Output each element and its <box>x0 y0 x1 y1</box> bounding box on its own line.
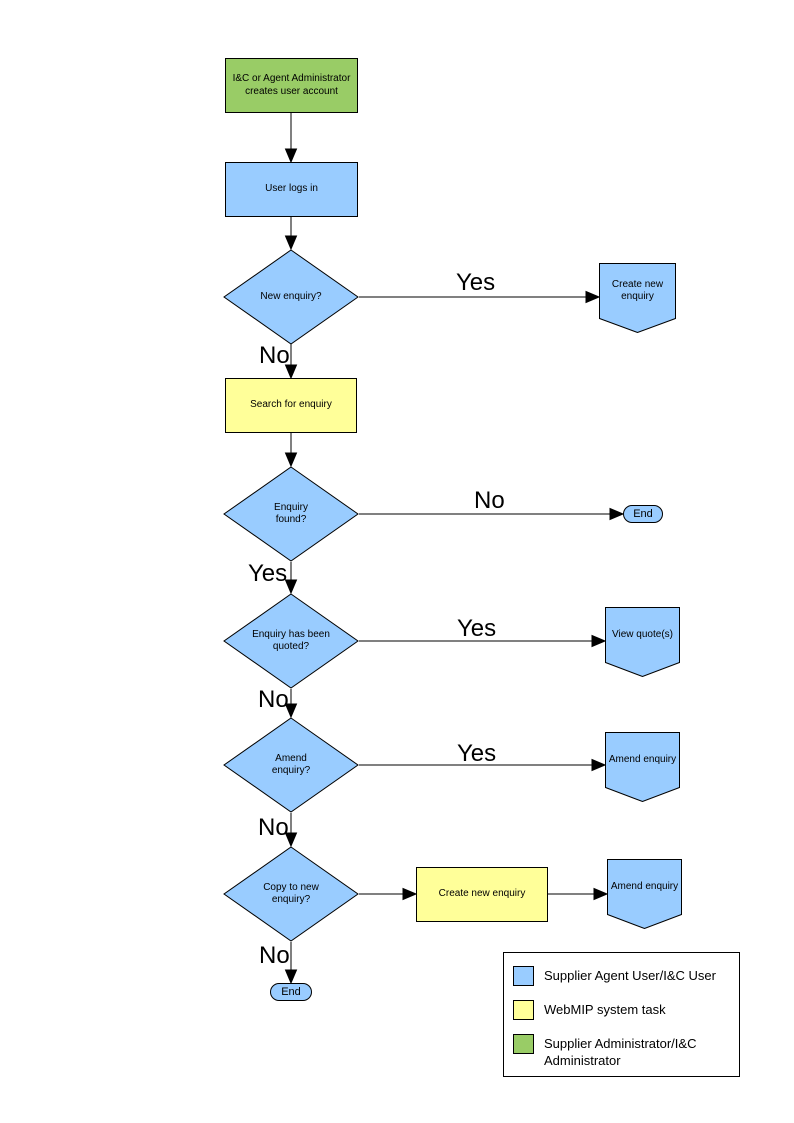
edge-label-new-enquiry-no: No <box>259 342 290 369</box>
node-end-1-label: End <box>633 508 653 520</box>
arrow-amend-no <box>284 813 298 848</box>
node-create-account-label: I&C or Agent Administrator creates user … <box>232 73 351 97</box>
node-create-new-enquiry-task-label: Create new enquiry <box>438 888 526 900</box>
arrow-quoted-yes <box>359 634 607 648</box>
arrow-search-to-found <box>284 433 298 468</box>
arrow-login-to-new-enquiry <box>284 217 298 251</box>
node-amend-enquiry-offpage-2: Amend enquiry <box>607 859 682 929</box>
arrow-copy-yes <box>359 887 418 901</box>
legend-swatch-yellow <box>513 1000 534 1020</box>
diamond-shape <box>223 846 359 942</box>
arrow-quoted-no <box>284 689 298 719</box>
edge-label-quoted-no: No <box>258 686 289 713</box>
edge-label-enquiry-found-yes: Yes <box>248 560 288 587</box>
edge-label-new-enquiry-yes: Yes <box>456 269 496 296</box>
node-copy-to-new-label: Copy to new enquiry? <box>263 881 319 906</box>
edge-label-amend-no: No <box>258 814 289 841</box>
diamond-shape <box>223 466 359 562</box>
offpage-shape <box>599 263 676 333</box>
arrow-new-enquiry-no <box>284 344 298 380</box>
node-create-new-enquiry-task: Create new enquiry <box>416 867 548 922</box>
legend-item-system: WebMIP system task <box>513 1000 739 1020</box>
node-create-account: I&C or Agent Administrator creates user … <box>225 58 358 113</box>
node-amend-enquiry-offpage-2-label: Amend enquiry <box>610 880 679 892</box>
diamond-shape <box>223 717 359 813</box>
legend-swatch-blue <box>513 966 534 986</box>
edge-label-copy-no: No <box>259 942 290 969</box>
arrow-enquiry-found-yes <box>284 562 298 595</box>
edge-label-quoted-yes: Yes <box>457 615 497 642</box>
node-enquiry-quoted-label: Enquiry has been quoted? <box>252 628 330 653</box>
node-enquiry-quoted-decision: Enquiry has been quoted? <box>223 593 359 689</box>
node-enquiry-found-decision: Enquiry found? <box>223 466 359 562</box>
diamond-shape <box>223 249 359 345</box>
offpage-shape <box>605 607 680 677</box>
diamond-shape <box>223 593 359 689</box>
node-view-quotes-offpage: View quote(s) <box>605 607 680 677</box>
arrow-copy-no-to-end <box>284 942 298 985</box>
arrow-create-account-to-login <box>284 113 298 164</box>
legend-label-admin: Supplier Administrator/I&C Administrator <box>544 1036 697 1068</box>
node-user-logs-in-label: User logs in <box>265 183 318 195</box>
node-enquiry-found-label: Enquiry found? <box>274 501 308 526</box>
arrow-create-task-to-amend <box>548 887 609 901</box>
node-amend-enquiry-q-label: Amend enquiry? <box>271 752 311 777</box>
offpage-shape <box>607 859 682 929</box>
legend: Supplier Agent User/I&C User WebMIP syst… <box>503 952 740 1077</box>
node-search-for-enquiry-label: Search for enquiry <box>250 399 332 411</box>
node-view-quotes-label: View quote(s) <box>612 628 673 640</box>
arrow-new-enquiry-yes <box>359 290 601 304</box>
node-new-enquiry-label: New enquiry? <box>260 290 322 302</box>
edge-label-enquiry-found-no: No <box>474 487 505 514</box>
arrow-amend-yes <box>359 758 607 772</box>
legend-item-user: Supplier Agent User/I&C User <box>513 966 739 986</box>
offpage-shape <box>605 732 680 802</box>
node-amend-enquiry-offpage-1-label: Amend enquiry <box>608 753 677 765</box>
node-end-1: End <box>623 505 663 523</box>
node-create-new-enquiry-offpage: Create new enquiry <box>599 263 676 333</box>
node-end-2: End <box>270 983 312 1001</box>
edge-label-amend-yes: Yes <box>457 740 497 767</box>
legend-label-system: WebMIP system task <box>544 1002 666 1017</box>
node-user-logs-in: User logs in <box>225 162 358 217</box>
legend-label-user: Supplier Agent User/I&C User <box>544 968 716 983</box>
legend-swatch-green <box>513 1034 534 1054</box>
node-amend-enquiry-offpage-1: Amend enquiry <box>605 732 680 802</box>
node-copy-to-new-decision: Copy to new enquiry? <box>223 846 359 942</box>
arrow-enquiry-found-no <box>359 507 625 521</box>
legend-item-admin: Supplier Administrator/I&C Administrator <box>513 1034 739 1070</box>
node-end-2-label: End <box>281 986 301 998</box>
node-new-enquiry-decision: New enquiry? <box>223 249 359 345</box>
node-amend-enquiry-decision: Amend enquiry? <box>223 717 359 813</box>
node-create-new-enquiry-offpage-label: Create new enquiry <box>611 278 664 302</box>
node-search-for-enquiry: Search for enquiry <box>225 378 357 433</box>
